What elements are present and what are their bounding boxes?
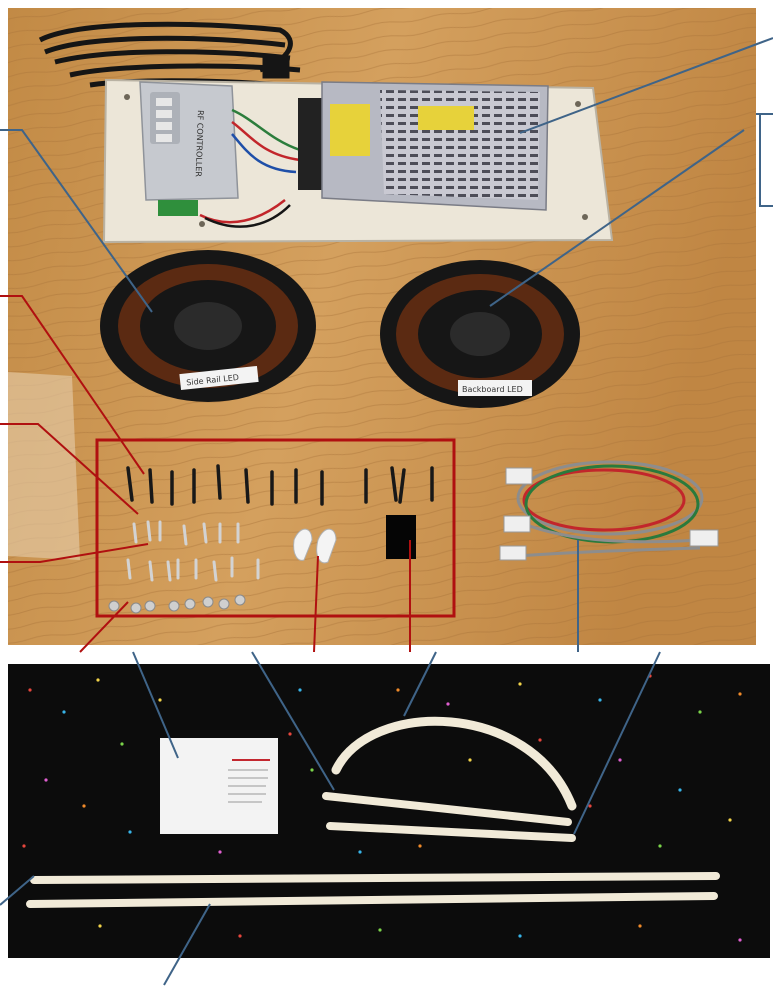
long-trim-1 bbox=[30, 872, 720, 884]
red-callout-lines bbox=[0, 295, 411, 653]
reel-label-right: Backboard LED bbox=[462, 385, 523, 394]
instruction-sheet bbox=[160, 738, 278, 834]
plastic-bag bbox=[8, 372, 80, 560]
adhesive-pad bbox=[386, 515, 416, 559]
short-trim-2 bbox=[326, 822, 576, 842]
controller-wires bbox=[199, 108, 301, 228]
rf-controller: RF CONTROLLER bbox=[139, 81, 239, 216]
mounting-clips bbox=[293, 528, 337, 564]
terminal-block bbox=[298, 98, 322, 190]
long-trim-2 bbox=[26, 892, 718, 908]
carpet-photo bbox=[8, 664, 770, 958]
side-rail-led-reel: Side Rail LED bbox=[100, 250, 316, 402]
hardware-callout-box bbox=[95, 438, 456, 618]
backboard-led-reel: Backboard LED bbox=[380, 260, 580, 408]
table-photo: RF CONTROLLER Side Rail LED bbox=[8, 8, 756, 645]
power-supply bbox=[321, 81, 549, 211]
hardware-nuts bbox=[108, 594, 246, 614]
wire-harness bbox=[513, 460, 704, 558]
arched-trim bbox=[331, 716, 577, 811]
hardware-screws bbox=[126, 464, 434, 506]
wire-connectors bbox=[499, 467, 719, 561]
hardware-bolts bbox=[126, 520, 260, 582]
blue-callout-lines bbox=[0, 37, 773, 986]
carpet-speckles bbox=[22, 674, 742, 942]
controller-label: RF CONTROLLER bbox=[194, 110, 205, 178]
short-trim-1 bbox=[322, 792, 572, 826]
